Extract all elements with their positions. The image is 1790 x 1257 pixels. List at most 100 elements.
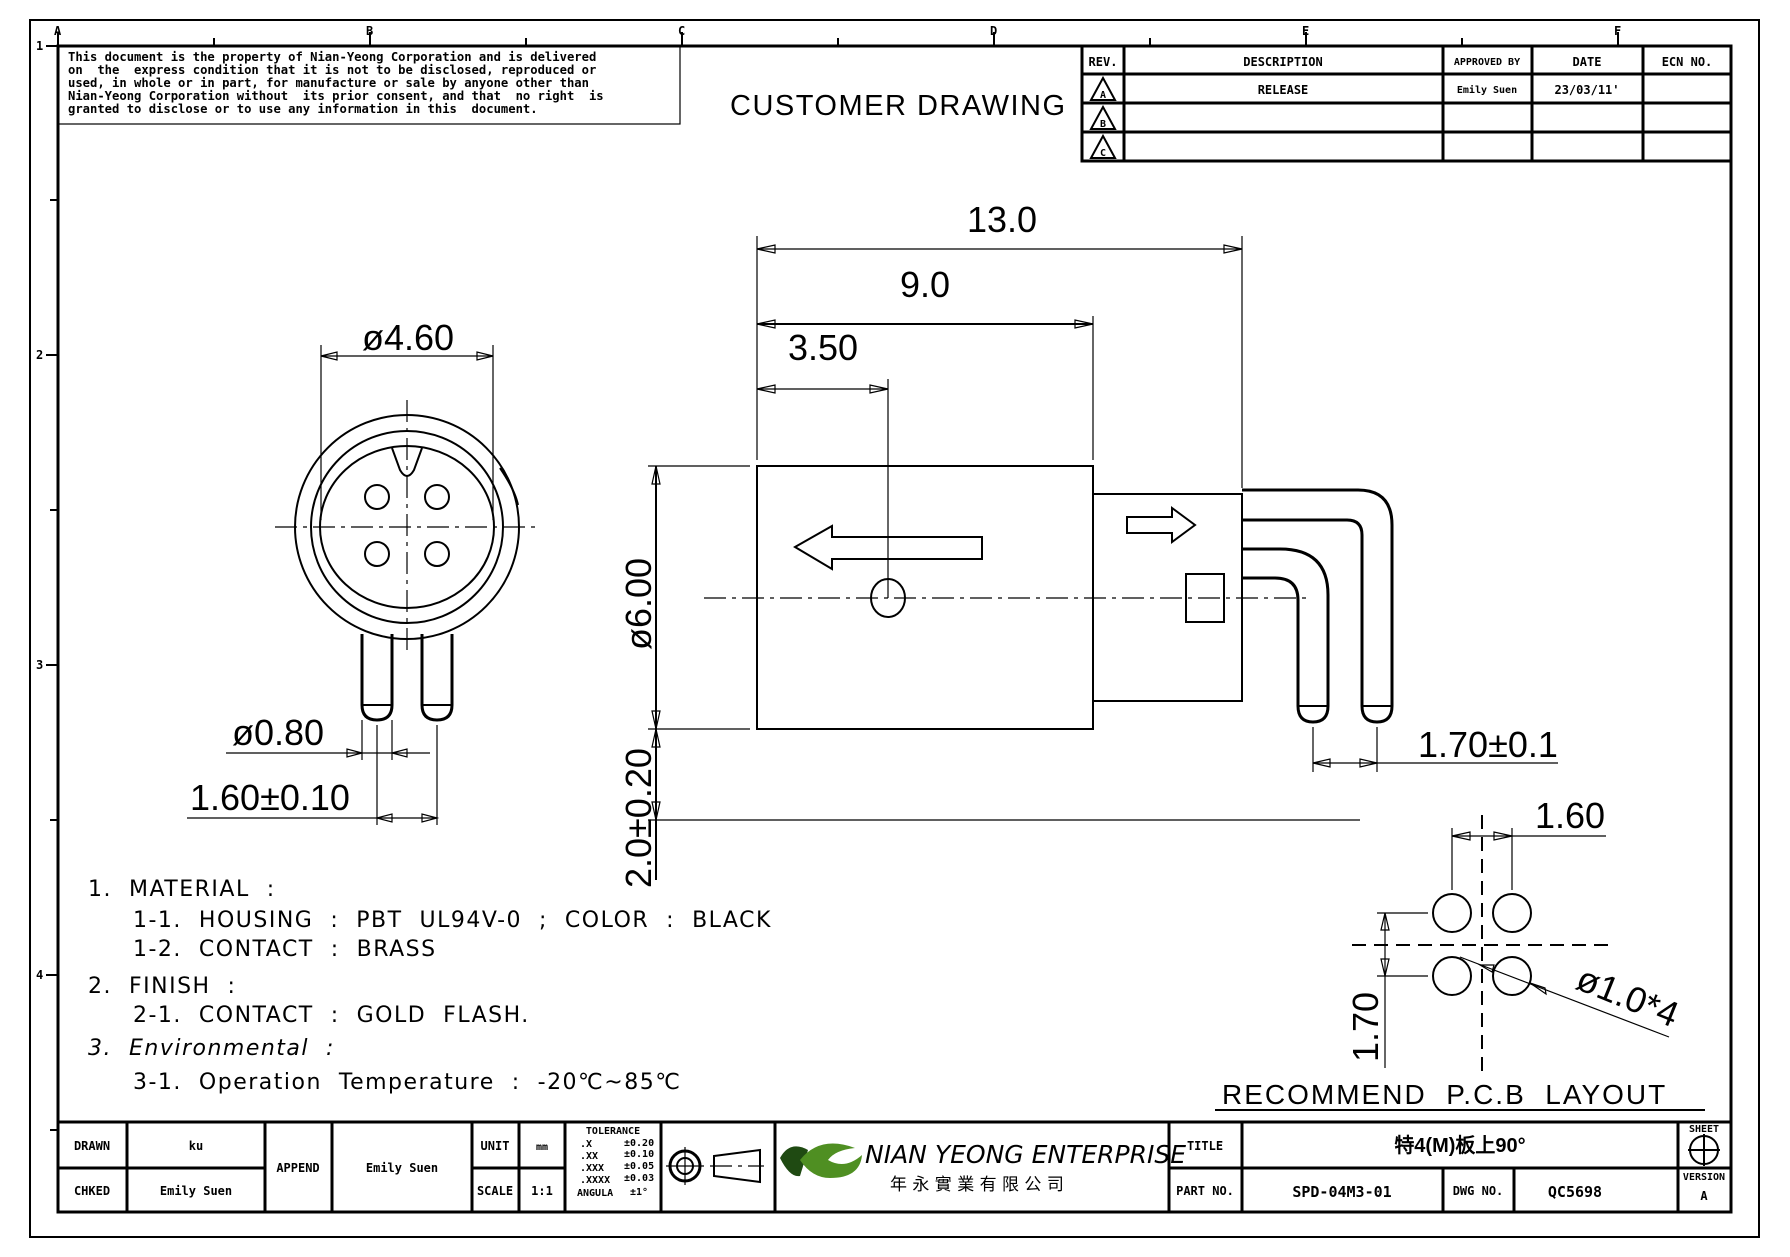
contact-face bbox=[319, 445, 495, 609]
rev-letter: A bbox=[1100, 90, 1106, 101]
checked-value: Emily Suen bbox=[160, 1184, 232, 1198]
dim-latch-offset: 3.50 bbox=[788, 327, 858, 368]
grid-col-label: A bbox=[54, 24, 62, 38]
part-no-label: PART NO. bbox=[1176, 1184, 1234, 1198]
pin bbox=[420, 634, 454, 722]
rev-row: A RELEASE Emily Suen 23/03/11' bbox=[1089, 75, 1620, 101]
rev-header-date: DATE bbox=[1573, 55, 1602, 69]
note-line: 2-1. CONTACT : GOLD FLASH. bbox=[133, 1003, 530, 1028]
tolerance-value: ±0.05 bbox=[624, 1161, 654, 1172]
append-value: Emily Suen bbox=[366, 1161, 438, 1175]
sheet-symbol-icon bbox=[1688, 1134, 1720, 1166]
version-label: VERSION bbox=[1683, 1172, 1725, 1183]
rev-triangle-icon bbox=[1089, 133, 1117, 159]
disclaimer-line: granted to disclose or to use any inform… bbox=[68, 102, 538, 116]
rev-header-ecn: ECN NO. bbox=[1662, 55, 1713, 69]
dim-body-length: 9.0 bbox=[900, 264, 950, 305]
unit-value: mm bbox=[536, 1142, 548, 1153]
dim-overall-length: 13.0 bbox=[967, 199, 1037, 240]
grid-row-label: 1 bbox=[36, 39, 43, 53]
drawn-value: ku bbox=[189, 1139, 203, 1153]
rev-row: B bbox=[1089, 104, 1117, 130]
note-line: 3-1. Operation Temperature : -20℃~85℃ bbox=[133, 1070, 681, 1095]
inner-frame bbox=[56, 44, 1733, 1214]
title-block: DRAWN ku CHKED Emily Suen APPEND Emily S… bbox=[58, 1120, 1731, 1212]
grid-row-label: 2 bbox=[36, 348, 43, 362]
pcb-hole bbox=[1492, 893, 1532, 933]
grid-col-label: D bbox=[990, 24, 997, 38]
contact-hole bbox=[364, 541, 390, 567]
scale-value: 1:1 bbox=[531, 1184, 553, 1198]
notes: 1. MATERIAL : 1-1. HOUSING : PBT UL94V-0… bbox=[88, 877, 770, 1095]
grid-row-label: 4 bbox=[36, 968, 43, 982]
grid-column-markers: A B C D E F bbox=[54, 24, 1621, 46]
pcb-layout: 1.60 1.70 ø1.0*4 RECOMMEND P.C.B LAYOUT bbox=[1215, 795, 1705, 1111]
grid-col-label: E bbox=[1302, 24, 1309, 38]
rear-housing bbox=[1092, 493, 1243, 702]
company-name: NIAN YEONG ENTERPRISE bbox=[865, 1140, 1186, 1169]
scale-label: SCALE bbox=[477, 1184, 513, 1198]
dim-front-diameter: ø4.60 bbox=[362, 317, 454, 358]
revision-table: REV. DESCRIPTION APPROVED BY DATE ECN NO… bbox=[1080, 44, 1733, 163]
dim-standoff: 2.0±0.20 bbox=[618, 748, 659, 888]
disclaimer-box: This document is the property of Nian-Ye… bbox=[57, 45, 681, 125]
arrow-right-icon bbox=[1126, 506, 1197, 544]
disclaimer-line: This document is the property of Nian-Ye… bbox=[68, 50, 596, 64]
rev-row: C bbox=[1089, 133, 1117, 159]
tolerance-value: ±0.20 bbox=[624, 1138, 654, 1149]
unit-label: UNIT bbox=[481, 1139, 510, 1153]
dim-pcb-h-pitch: 1.60 bbox=[1535, 795, 1605, 836]
outer-border bbox=[29, 19, 1760, 1238]
disclaimer-line: Nian-Yeong Corporation without its prior… bbox=[68, 89, 604, 103]
front-view: ø4.60 ø0.80 1.60±0.10 bbox=[187, 317, 540, 825]
note-line: 1. MATERIAL : bbox=[88, 877, 276, 902]
arrow-left-icon bbox=[793, 524, 983, 571]
page-title: CUSTOMER DRAWING bbox=[730, 90, 1067, 122]
title-label: TITLE bbox=[1187, 1139, 1223, 1153]
tolerance-key: .XX bbox=[580, 1151, 598, 1162]
projection-symbol-icon bbox=[666, 1147, 764, 1185]
logo-mark-icon bbox=[780, 1146, 808, 1177]
rev-letter: B bbox=[1100, 119, 1106, 130]
grid-row-markers: 1 2 3 4 bbox=[36, 39, 58, 1131]
title-value: 特4(M)板上90° bbox=[1394, 1133, 1525, 1157]
dim-side-pin-pitch: 1.70±0.1 bbox=[1418, 724, 1558, 765]
disclaimer-line: used, in whole or in part, for manufactu… bbox=[68, 76, 589, 90]
pcb-hole bbox=[1432, 956, 1472, 996]
tolerance-value: ±0.10 bbox=[624, 1149, 654, 1160]
note-line: 3. Environmental : bbox=[88, 1036, 335, 1061]
rev-triangle-icon bbox=[1089, 75, 1117, 101]
tolerance-table: TOLERANCE .X ±0.20 .XX ±0.10 .XXX ±0.05 … bbox=[577, 1126, 654, 1199]
contact-hole bbox=[364, 484, 390, 510]
grid-col-label: C bbox=[678, 24, 685, 38]
rev-header-description: DESCRIPTION bbox=[1243, 55, 1322, 69]
version-value: A bbox=[1700, 1189, 1708, 1203]
rev-description: RELEASE bbox=[1258, 83, 1309, 97]
pin bbox=[360, 634, 394, 722]
contact-hole bbox=[424, 484, 450, 510]
outer-shell bbox=[294, 414, 520, 640]
checked-label: CHKED bbox=[74, 1184, 110, 1198]
sheet-label: SHEET bbox=[1689, 1124, 1719, 1135]
tolerance-key: .XXX bbox=[580, 1163, 604, 1174]
rev-triangle-icon bbox=[1089, 104, 1117, 130]
dwg-no-label: DWG NO. bbox=[1453, 1184, 1504, 1198]
bent-pin-lower bbox=[1242, 547, 1330, 724]
grid-col-label: B bbox=[366, 24, 373, 38]
note-line: 1-2. CONTACT : BRASS bbox=[133, 937, 437, 962]
side-view: 13.0 9.0 3.50 ø6.00 2.0±0.20 1.70±0.1 bbox=[618, 199, 1558, 888]
tolerance-title: TOLERANCE bbox=[586, 1126, 640, 1137]
pcb-layout-title: RECOMMEND P.C.B LAYOUT bbox=[1222, 1079, 1667, 1110]
dwg-no-value: QC5698 bbox=[1548, 1183, 1602, 1201]
company-logo bbox=[780, 1143, 862, 1178]
key-notch bbox=[391, 447, 423, 477]
pcb-hole bbox=[1432, 893, 1472, 933]
dim-front-pin-pitch: 1.60±0.10 bbox=[190, 777, 350, 818]
tolerance-key: .XXXX bbox=[580, 1175, 610, 1186]
contact-hole bbox=[424, 541, 450, 567]
tolerance-value: ±1° bbox=[630, 1187, 648, 1198]
rev-header-rev: REV. bbox=[1089, 55, 1118, 69]
note-line: 2. FINISH : bbox=[88, 974, 236, 999]
append-label: APPEND bbox=[276, 1161, 319, 1175]
